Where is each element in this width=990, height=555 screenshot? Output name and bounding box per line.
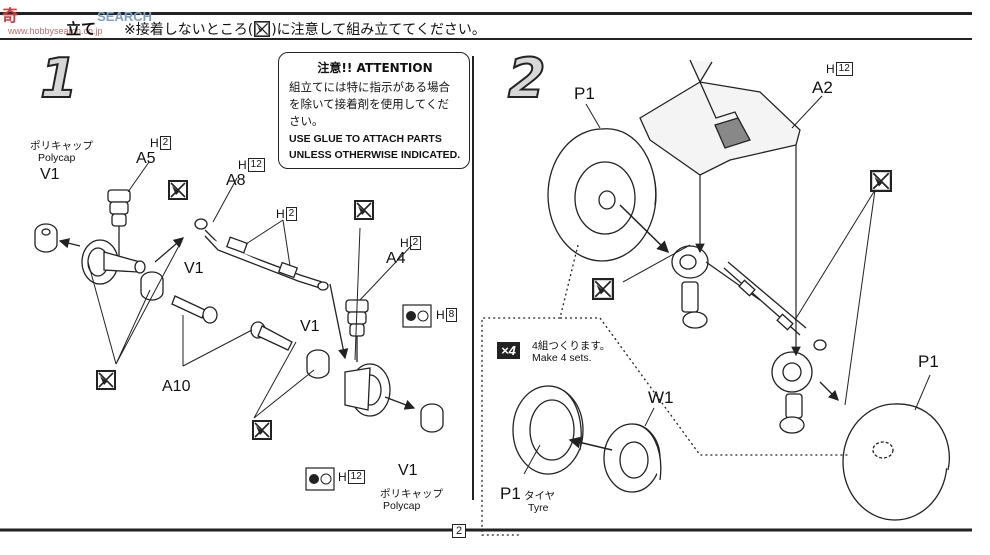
polycap-jp-right: ポリキャップ: [380, 488, 443, 500]
watermark-url: www.hobbysearch.co.jp: [8, 26, 103, 36]
label-v1-right: V1: [398, 462, 418, 479]
tyre-en: Tyre: [528, 502, 549, 514]
polycap-v1-left: [34, 223, 58, 253]
label-p1-top: P1: [574, 84, 595, 103]
tie-rod-a8: [194, 218, 329, 291]
hub-assembly-upper: [671, 245, 761, 329]
attention-en-2: UNLESS OTHERWISE INDICATED.: [289, 149, 461, 161]
no-glue-icon: [96, 370, 116, 390]
watermark-logo-text: 奇: [2, 8, 19, 25]
sets-en: Make 4 sets.: [532, 352, 592, 364]
step2-dotted: [481, 244, 848, 536]
step-number-1: 1: [39, 47, 79, 110]
attention-en-1: USE GLUE TO ATTACH PARTS: [289, 133, 442, 145]
attention-box: 注意!! ATTENTION 組立てには特に指示がある場合 を除いて接着剤を使用…: [278, 52, 470, 169]
label-w1: W1: [648, 388, 674, 407]
step2-guides: [695, 145, 801, 357]
header-title: 立て: [66, 20, 97, 38]
glue-icon-h12: [305, 467, 335, 491]
label-a5: A5: [136, 150, 156, 167]
polycap-v1-right: [420, 403, 444, 433]
hub-assembly-lower: [771, 351, 813, 434]
header-note-text: ※接着しないところ(: [124, 22, 254, 38]
pin-a10-lower: [250, 321, 293, 351]
no-glue-icon: [592, 278, 614, 300]
header-divider: [0, 38, 972, 40]
label-a4: A4: [386, 250, 406, 267]
tyre-p1-top: [547, 128, 657, 262]
step2-leaders: [523, 95, 931, 475]
sets-jp: 4組つくります。: [532, 340, 611, 352]
no-glue-icon: [168, 180, 188, 200]
no-glue-icon: [254, 21, 271, 37]
attention-jp-3: さい。: [289, 114, 324, 128]
watermark-logo: 奇 SEARCH: [2, 2, 152, 26]
steering-rod: [723, 261, 827, 351]
tyre-p1-bottom: [842, 403, 950, 521]
attention-jp-2: を除いて接着剤を使用してくだ: [289, 97, 449, 111]
polycap-en-left: Polycap: [38, 152, 76, 164]
header-bar: [0, 12, 972, 43]
pin-a10-upper: [171, 295, 218, 324]
label-a10: A10: [162, 378, 191, 395]
no-glue-icon: [252, 420, 272, 440]
header-note: ※接着しないところ( )に注意して組み立ててください。: [124, 19, 486, 39]
header-note-tail: )に注意して組み立ててください。: [271, 22, 486, 38]
step1-leaders: [87, 161, 413, 419]
label-a2: A2: [812, 78, 833, 97]
label-p1-right: P1: [918, 352, 939, 371]
polycap-v1-lower: [306, 349, 330, 379]
glue-icon-h8: [402, 304, 432, 328]
page-number: 2: [452, 524, 467, 538]
watermark-brand: SEARCH: [97, 9, 153, 24]
chassis-a2: [639, 59, 801, 176]
upright-a4-right: [344, 299, 391, 417]
tyre-jp: タイヤ: [524, 490, 556, 502]
label-v1-lower: V1: [300, 318, 320, 335]
attention-jp-1: 組立てには特に指示がある場合: [289, 80, 450, 94]
step-number-2: 2: [507, 47, 547, 110]
label-a8: A8: [226, 172, 246, 189]
label-v1-left: V1: [40, 166, 60, 183]
no-glue-icon: [870, 170, 892, 192]
attention-heading: 注意!! ATTENTION: [317, 61, 433, 75]
polycap-jp-left: ポリキャップ: [30, 140, 93, 152]
x4-badge: ×4: [497, 342, 520, 359]
tyre-p1-small: [512, 385, 584, 475]
polycap-en-right: Polycap: [383, 500, 421, 512]
upright-a5-left: [81, 189, 146, 285]
wheel-w1: [603, 423, 662, 493]
no-glue-icon: [354, 200, 374, 220]
label-v1-mid: V1: [184, 260, 204, 277]
label-p1-small: P1: [500, 484, 521, 503]
